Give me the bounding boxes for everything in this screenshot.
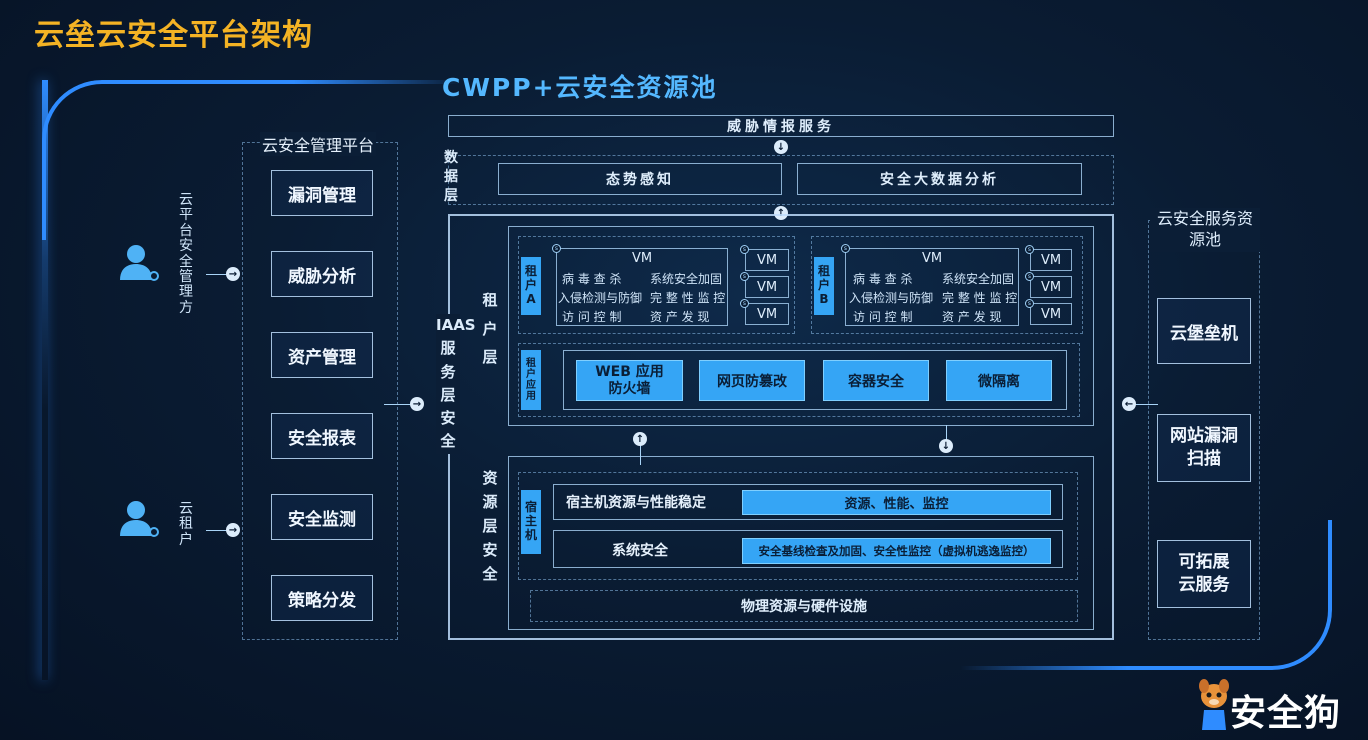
shield-icon: s — [1025, 299, 1034, 308]
connector-line — [384, 404, 412, 405]
tenant-a-vm-small: VM — [745, 276, 789, 298]
shield-icon: s — [1025, 272, 1034, 281]
person-icon — [120, 245, 159, 281]
dog-mascot-icon — [1199, 679, 1229, 730]
tenant-layer-label: 租户层 — [482, 291, 498, 366]
tenant-b-feature: 资 产 发 现 — [942, 310, 1002, 324]
host-panel — [518, 472, 1078, 580]
app-micro-segmentation: 微隔离 — [946, 360, 1052, 401]
host-row-2 — [553, 530, 1063, 568]
tenant-a-feature: 病 毒 查 杀 — [562, 272, 622, 286]
iaas-label: IAAS服务层安全 — [436, 314, 476, 454]
tenant-apps-panel — [518, 343, 1080, 417]
tenant-b-feature: 完 整 性 监 控 — [942, 291, 1018, 305]
app-container-security: 容器安全 — [823, 360, 929, 401]
user-cloud-platform-admin: 云平台安全管理方 — [179, 192, 193, 316]
service-bastion-host[interactable]: 云堡垒机 — [1157, 298, 1251, 364]
tenant-a-feature: 入侵检测与防御 — [558, 291, 643, 305]
person-icon — [120, 501, 159, 537]
app-web-tamper-proof: 网页防篡改 — [699, 360, 805, 401]
app-waf: WEB 应用 防火墙 — [576, 360, 683, 401]
tenant-a-vm-panel — [556, 248, 728, 326]
shield-icon: s — [740, 245, 749, 254]
physical-resources: 物理资源与硬件设施 — [530, 590, 1078, 622]
tenant-apps-label: 租户应用 — [521, 350, 541, 410]
tenant-layer-panel — [508, 226, 1094, 426]
mgmt-item-report[interactable]: 安全报表 — [271, 413, 373, 459]
glow-frame-left-side — [42, 80, 48, 680]
mgmt-item-policy[interactable]: 策略分发 — [271, 575, 373, 621]
connector-line — [946, 425, 947, 443]
resource-layer-panel — [508, 456, 1094, 630]
mgmt-item-vuln[interactable]: 漏洞管理 — [271, 170, 373, 216]
host-label: 宿主机 — [521, 490, 541, 554]
cwpp-title: CWPP+云安全资源池 — [442, 73, 718, 102]
arrow-left-icon: ← — [1122, 397, 1136, 411]
tenant-b-feature: 系统安全加固 — [942, 272, 1015, 286]
data-layer-label: 数据层 — [444, 150, 458, 204]
host-row-2-value: 安全基线检查及加固、安全性监控（虚拟机逃逸监控） — [742, 538, 1051, 564]
user-cloud-tenant: 云租户 — [179, 501, 193, 548]
arrow-down-icon: ↓ — [939, 439, 953, 453]
page-title: 云垒云安全平台架构 — [34, 18, 313, 53]
data-layer-panel — [448, 155, 1114, 205]
arrow-right-icon: → — [226, 523, 240, 537]
connector-line — [640, 441, 641, 465]
connector-line — [206, 274, 228, 275]
tenant-a-feature: 访 问 控 制 — [562, 310, 622, 324]
shield-icon: s — [740, 299, 749, 308]
resource-layer-label: 资源层安全 — [482, 469, 498, 583]
tenant-b-feature: 入侵检测与防御 — [849, 291, 934, 305]
connector-line — [206, 530, 228, 531]
arrow-up-icon: ↑ — [774, 206, 788, 220]
tenant-b-vm-small: VM — [1030, 249, 1072, 271]
threat-intel-service: 威胁情报服务 — [448, 115, 1114, 137]
tenant-a-label: 租户A — [521, 257, 541, 315]
mgmt-item-threat[interactable]: 威胁分析 — [271, 251, 373, 297]
tenant-a-feature: 完 整 性 监 控 — [650, 291, 726, 305]
shield-icon: s — [552, 244, 561, 253]
glow-frame-right — [960, 520, 1332, 670]
service-extensible-cloud[interactable]: 可拓展 云服务 — [1157, 540, 1251, 608]
tenant-b-panel — [811, 236, 1083, 334]
arrow-down-icon: ↓ — [774, 140, 788, 154]
brand-logo: 安全狗 — [1230, 693, 1342, 734]
tenant-a-panel — [518, 236, 795, 334]
tenant-a-vm-title: VM — [631, 250, 653, 266]
tenant-b-vm-panel — [845, 248, 1019, 326]
tenant-b-vm-small: VM — [1030, 276, 1072, 298]
host-row-1-name: 宿主机资源与性能稳定 — [566, 495, 706, 511]
arrow-right-icon: → — [410, 397, 424, 411]
tenant-b-feature: 访 问 控 制 — [853, 310, 913, 324]
host-row-2-name: 系统安全 — [612, 543, 668, 559]
tenant-a-vm-small: VM — [745, 303, 789, 325]
tenant-a-vm-small: VM — [745, 249, 789, 271]
arrow-right-icon: → — [226, 267, 240, 281]
tenant-a-feature: 系统安全加固 — [650, 272, 723, 286]
mgmt-item-asset[interactable]: 资产管理 — [271, 332, 373, 378]
tenant-b-label: 租户B — [814, 257, 834, 315]
connector-line — [1132, 404, 1158, 405]
tenant-b-vm-small: VM — [1030, 303, 1072, 325]
tenant-b-vm-title: VM — [921, 250, 943, 266]
shield-icon: s — [1025, 245, 1034, 254]
service-web-vuln-scan[interactable]: 网站漏洞 扫描 — [1157, 414, 1251, 482]
tenant-a-feature: 资 产 发 现 — [650, 310, 710, 324]
mgmt-item-monitor[interactable]: 安全监测 — [271, 494, 373, 540]
tenant-b-feature: 病 毒 查 杀 — [853, 272, 913, 286]
arrow-up-icon: ↑ — [633, 432, 647, 446]
host-row-1 — [553, 484, 1063, 520]
data-box-situation-awareness: 态势感知 — [498, 163, 782, 195]
host-row-1-value: 资源、性能、监控 — [742, 490, 1051, 515]
shield-icon: s — [841, 244, 850, 253]
shield-icon: s — [740, 272, 749, 281]
mgmt-platform-panel — [242, 142, 398, 640]
tenant-apps-inner — [563, 350, 1067, 410]
data-box-big-data-analysis: 安全大数据分析 — [797, 163, 1082, 195]
service-pool-title: 云安全服务资源池 — [1150, 208, 1260, 252]
mgmt-platform-title: 云安全管理平台 — [260, 132, 377, 156]
